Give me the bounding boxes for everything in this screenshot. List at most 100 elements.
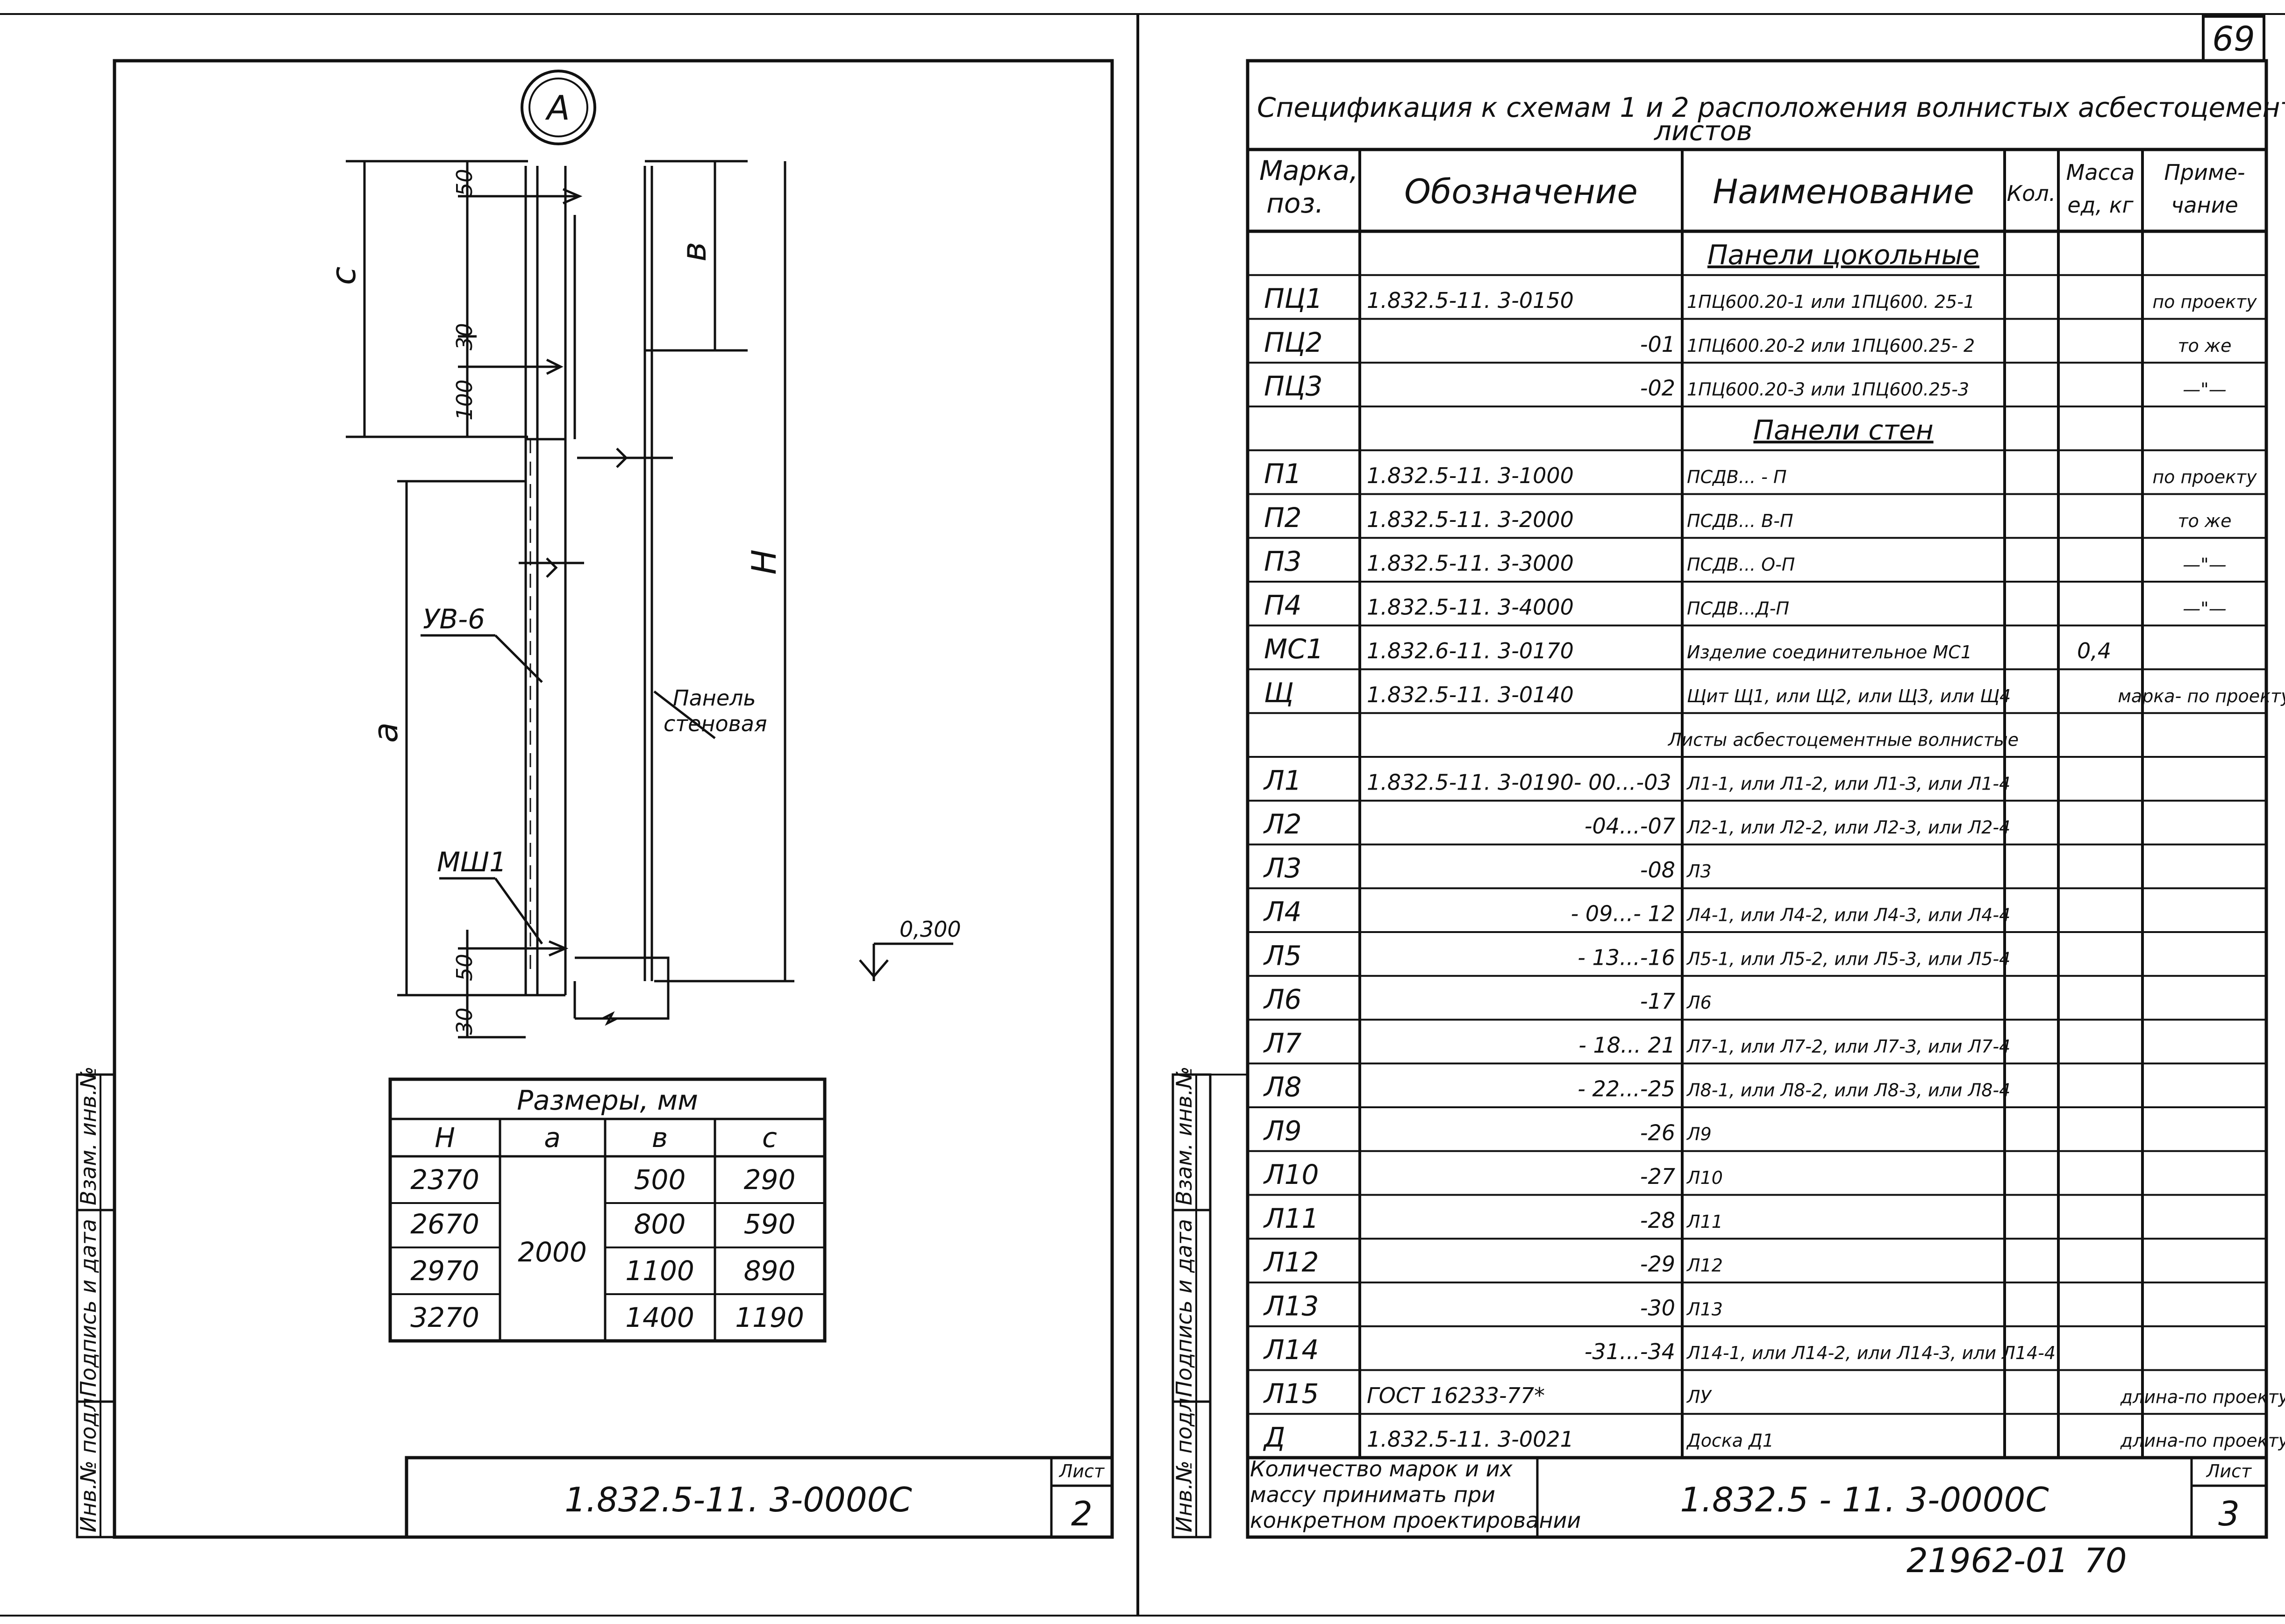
spec-name: Л3: [1686, 861, 1712, 882]
spec-designation: -17: [1640, 989, 1675, 1014]
spec-name: 1ПЦ600.20-1 или 1ПЦ600. 25-1: [1687, 292, 1975, 312]
spec-mark: Л6: [1263, 983, 1302, 1015]
spec-note: то же: [2178, 511, 2231, 531]
dim-50-top: 50: [452, 169, 477, 196]
spec-designation: 1.832.5-11. 3-0021: [1367, 1427, 1574, 1452]
spec-note: —"—: [2183, 379, 2226, 400]
spec-name: Щит Щ1, или Щ2, или Щ3, или Щ4: [1687, 686, 2011, 706]
spec-name: Л2-1, или Л2-2, или Л2-3, или Л2-4: [1686, 817, 2010, 838]
spec-name: Л8-1, или Л8-2, или Л8-3, или Л8-4: [1686, 1080, 2010, 1101]
spec-title-line1: Спецификация к схемам 1 и 2 расположения…: [1257, 92, 2285, 123]
spec-name: Листы асбестоцементные волнистые: [1667, 730, 2019, 750]
sizes-cell: 590: [744, 1208, 796, 1240]
sizes-table: [388, 1077, 827, 1343]
spec-note: марка- по проекту: [2118, 686, 2285, 706]
spec-designation: -31...-34: [1585, 1339, 1675, 1364]
spec-note: —"—: [2183, 598, 2226, 619]
bottom-page: 70: [2084, 1541, 2127, 1580]
dim-c: c: [324, 266, 363, 285]
right-sheet-frame: [1246, 59, 2268, 1539]
spec-mark: Щ: [1264, 677, 1293, 709]
spec-mark: Л14: [1263, 1334, 1319, 1366]
spec-mark: Л5: [1263, 940, 1302, 971]
spec-title-line2: листов: [1654, 115, 1752, 147]
sizes-cell: 500: [634, 1164, 686, 1196]
spec-note: длина-по проекту: [2120, 1431, 2285, 1451]
right-sheet-label: Лист: [2206, 1461, 2252, 1482]
spec-name: Л5-1, или Л5-2, или Л5-3, или Л5-4: [1686, 948, 2010, 969]
spec-name: Доска Д1: [1686, 1431, 1774, 1451]
spec-designation: -29: [1640, 1252, 1675, 1277]
left-stamp-code: 1.832.5-11. 3-0000С: [564, 1480, 912, 1519]
elevation-mark: 0,300: [900, 917, 961, 942]
right-side-stamp: Взам. инв.№ Подпись и дата Инв.№ подл.: [1171, 1066, 1248, 1539]
spec-mark: Л12: [1263, 1246, 1319, 1278]
spec-mark: Л8: [1263, 1071, 1302, 1103]
dim-50-bottom: 50: [452, 954, 477, 981]
spec-designation: - 09...- 12: [1571, 901, 1675, 926]
left-title-block: [405, 1456, 1114, 1539]
sizes-cell: 1100: [625, 1255, 694, 1287]
right-side-stamp-cell-1: Взам. инв.№: [1171, 1066, 1197, 1205]
spec-designation: 1.832.5-11. 3-1000: [1367, 463, 1574, 488]
spec-mass: 0,4: [2077, 638, 2111, 663]
spec-header-note-2: чание: [2171, 192, 2238, 218]
spec-header-mark-2: поз.: [1266, 187, 1324, 219]
spec-header-designation: Обозначение: [1404, 172, 1638, 211]
spec-mark: П4: [1264, 589, 1302, 621]
side-stamp-cell-3: Инв.№ подл.: [76, 1391, 101, 1532]
spec-designation: - 18... 21: [1578, 1033, 1675, 1058]
spec-mark: П3: [1264, 546, 1302, 577]
spec-mark: ПЦ2: [1264, 327, 1323, 358]
spec-name: Л4-1, или Л4-2, или Л4-3, или Л4-4: [1686, 905, 2010, 926]
spec-mark: Л1: [1263, 764, 1302, 796]
spec-mark: Л9: [1263, 1115, 1302, 1147]
right-title-block: [1248, 1456, 2266, 1537]
spec-row-lines: [1248, 274, 2266, 1415]
spec-designation: 1.832.5-11. 3-0140: [1367, 682, 1574, 707]
dim-H: H: [744, 549, 784, 575]
spec-mark: Л10: [1263, 1159, 1319, 1190]
sizes-header-c: c: [762, 1122, 777, 1154]
spec-designation: 1.832.5-11. 3-0190- 00...-03: [1367, 769, 1671, 795]
spec-designation: - 22...-25: [1578, 1076, 1675, 1102]
spec-name: Панели цокольные: [1707, 239, 1979, 271]
spec-name: Л10: [1686, 1168, 1723, 1188]
spec-table-grid: [1248, 148, 2266, 1458]
sizes-cell: 2670: [410, 1208, 479, 1240]
sizes-header-b: в: [652, 1122, 668, 1154]
spec-name: Л13: [1686, 1299, 1723, 1319]
sizes-cell: 290: [744, 1164, 796, 1196]
dim-b: в: [674, 242, 714, 262]
footnote-line1: Количество марок и их: [1250, 1456, 1513, 1482]
label-panel-line2: стеновая: [664, 711, 767, 736]
dim-a: a: [366, 722, 405, 743]
right-side-stamp-cell-2: Подпись и дата: [1171, 1219, 1197, 1397]
spec-header-name: Наименование: [1713, 172, 1974, 211]
footnote-line2: массу принимать при: [1250, 1482, 1495, 1507]
sizes-cell: 3270: [410, 1302, 479, 1333]
spec-designation: 1.832.5-11. 3-0150: [1367, 288, 1574, 313]
spec-mark: Л4: [1263, 896, 1302, 928]
side-stamp-cell-2: Подпись и дата: [76, 1219, 101, 1397]
sizes-cell: 890: [744, 1255, 796, 1287]
sizes-table-title: Размеры, мм: [517, 1084, 698, 1116]
spec-designation: -27: [1640, 1164, 1675, 1189]
sizes-cell: 800: [634, 1208, 686, 1240]
spec-name: ПСДВ...Д-П: [1687, 598, 1789, 619]
spec-designation: -26: [1640, 1120, 1675, 1145]
spec-designation: 1.832.5-11. 3-4000: [1367, 594, 1574, 620]
spec-header-note-1: Приме-: [2164, 160, 2245, 185]
left-sheet-label: Лист: [1058, 1461, 1105, 1482]
sizes-cell: 1190: [735, 1302, 804, 1333]
spec-name: ЛУ: [1686, 1387, 1713, 1407]
side-stamp-cell-1: Взам. инв.№: [76, 1066, 101, 1205]
left-side-stamp: Взам. инв.№ Подпись и дата Инв.№ подл.: [76, 1066, 116, 1539]
right-side-stamp-cell-3: Инв.№ подл.: [1171, 1391, 1197, 1532]
spec-mark: Л15: [1263, 1378, 1319, 1410]
left-sheet-no: 2: [1071, 1494, 1093, 1533]
spec-mark: Л7: [1263, 1027, 1302, 1059]
sizes-header-a: a: [544, 1122, 561, 1154]
sizes-cell: 2970: [410, 1255, 479, 1287]
